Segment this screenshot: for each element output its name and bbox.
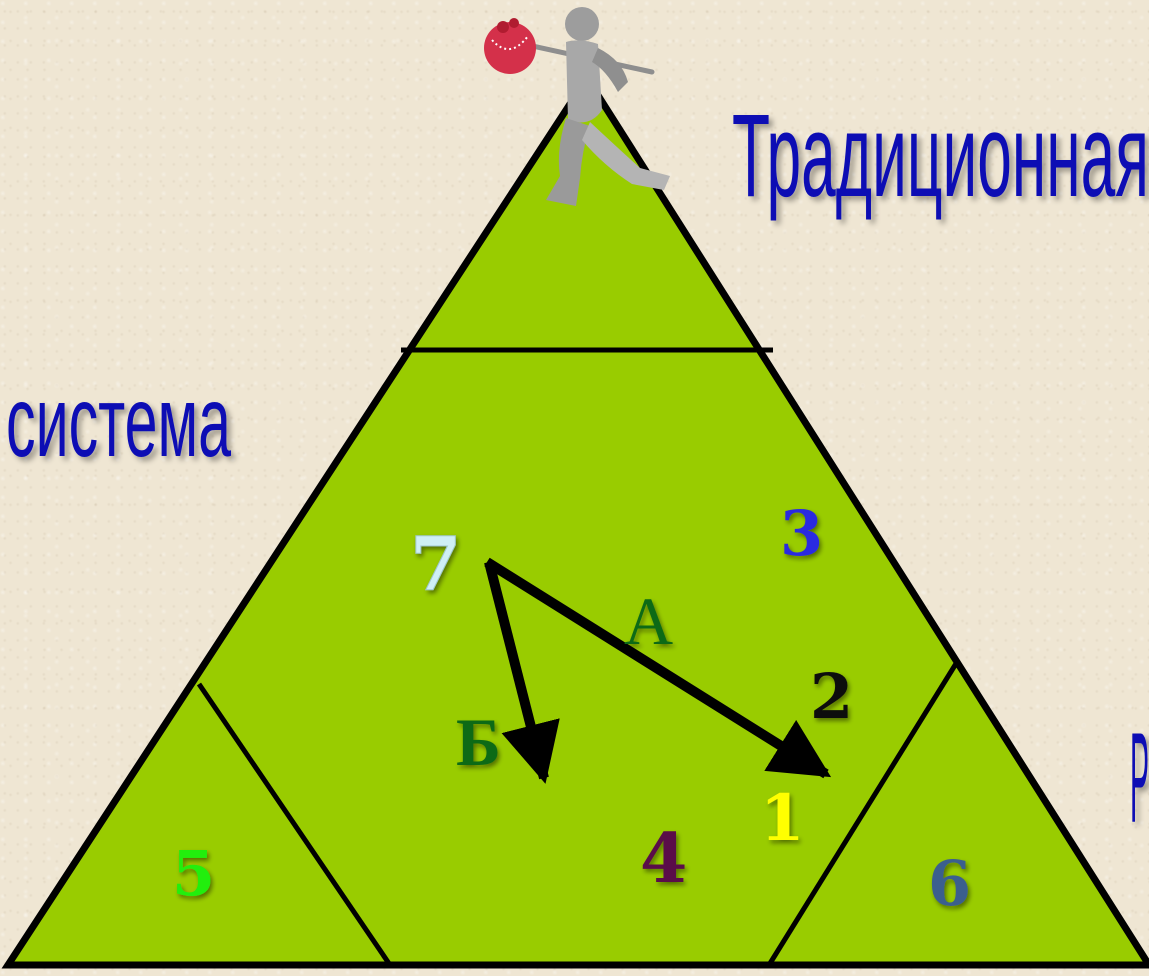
number-5: 5 bbox=[172, 837, 215, 910]
arrow-label-b: Б bbox=[456, 704, 501, 780]
label-system: система bbox=[6, 366, 231, 478]
bottom-left-section-border bbox=[196, 682, 393, 967]
arrow-b bbox=[484, 560, 560, 784]
pyramid-body bbox=[1, 71, 1149, 969]
arrow-label-a: А bbox=[624, 583, 673, 659]
label-traditional: Традиционная bbox=[732, 90, 1149, 222]
arrow-a bbox=[484, 557, 832, 779]
number-6: 6 bbox=[928, 847, 971, 920]
number-4: 4 bbox=[640, 819, 687, 899]
number-2: 2 bbox=[810, 660, 853, 733]
walking-traveler-with-bundle-icon bbox=[484, 7, 670, 206]
bottom-right-section-border bbox=[766, 660, 960, 967]
label-right-partial: Р bbox=[1130, 707, 1149, 850]
number-3: 3 bbox=[780, 497, 823, 570]
number-7: 7 bbox=[410, 522, 462, 608]
number-1: 1 bbox=[760, 781, 805, 856]
